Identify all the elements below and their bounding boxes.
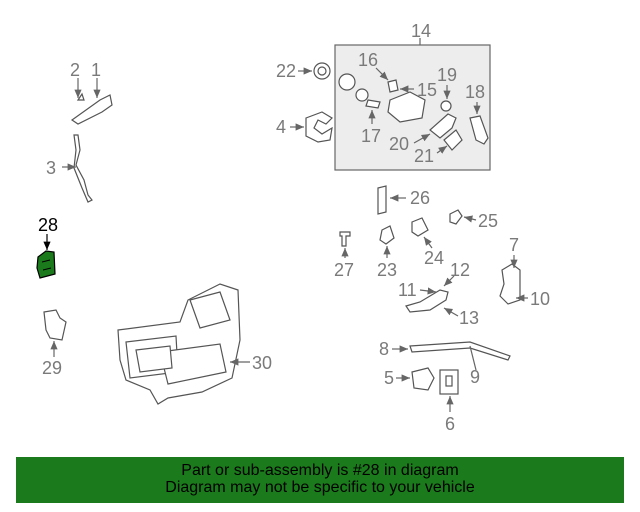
callout-22[interactable]: 22 bbox=[276, 61, 296, 81]
callout-4[interactable]: 4 bbox=[276, 117, 286, 137]
callout-3[interactable]: 3 bbox=[46, 158, 56, 178]
callout-21[interactable]: 21 bbox=[414, 146, 434, 166]
callout-9[interactable]: 9 bbox=[470, 367, 480, 387]
part-lock-cylinder-group[interactable] bbox=[338, 73, 489, 151]
part-outside-handle[interactable] bbox=[70, 92, 113, 125]
part-door-trim-panel-30[interactable] bbox=[117, 283, 241, 405]
callout-7[interactable]: 7 bbox=[509, 235, 519, 255]
callout-28[interactable]: 28 bbox=[38, 215, 58, 235]
part-clip-27[interactable] bbox=[339, 231, 351, 247]
callout-17[interactable]: 17 bbox=[361, 126, 381, 146]
part-rod-11[interactable] bbox=[405, 289, 449, 313]
banner-line-2: Diagram may not be specific to your vehi… bbox=[165, 479, 475, 496]
callout-6[interactable]: 6 bbox=[445, 414, 455, 434]
callout-26[interactable]: 26 bbox=[410, 188, 430, 208]
callout-5[interactable]: 5 bbox=[384, 368, 394, 388]
callout-12[interactable]: 12 bbox=[450, 260, 470, 280]
part-rod-3[interactable] bbox=[73, 134, 93, 203]
callout-14[interactable]: 14 bbox=[411, 21, 431, 41]
part-29[interactable] bbox=[43, 309, 67, 341]
callout-10[interactable]: 10 bbox=[530, 289, 550, 309]
callout-16[interactable]: 16 bbox=[358, 50, 378, 70]
callout-2[interactable]: 2 bbox=[70, 60, 80, 80]
callout-29[interactable]: 29 bbox=[42, 358, 62, 378]
callout-11[interactable]: 11 bbox=[398, 280, 417, 300]
part-cable-8[interactable] bbox=[409, 341, 511, 361]
callout-23[interactable]: 23 bbox=[377, 260, 397, 280]
callout-15[interactable]: 15 bbox=[417, 80, 437, 100]
banner-line-1: Part or sub-assembly is #28 in diagram bbox=[181, 462, 459, 479]
part-23[interactable] bbox=[379, 225, 395, 245]
callout-18[interactable]: 18 bbox=[465, 82, 485, 102]
part-24[interactable] bbox=[411, 217, 429, 237]
part-25[interactable] bbox=[449, 209, 463, 225]
callout-8[interactable]: 8 bbox=[379, 339, 389, 359]
callout-1[interactable]: 1 bbox=[91, 60, 101, 80]
callout-24[interactable]: 24 bbox=[424, 248, 444, 268]
part-26[interactable] bbox=[377, 185, 387, 215]
callout-19[interactable]: 19 bbox=[437, 65, 457, 85]
callout-25[interactable]: 25 bbox=[478, 211, 498, 231]
callout-13[interactable]: 13 bbox=[459, 308, 479, 328]
callout-27[interactable]: 27 bbox=[334, 260, 354, 280]
part-28-highlighted[interactable] bbox=[36, 250, 56, 279]
info-banner: Part or sub-assembly is #28 in diagram D… bbox=[16, 457, 624, 503]
part-5[interactable] bbox=[411, 367, 435, 391]
callout-30[interactable]: 30 bbox=[252, 353, 272, 373]
callout-20[interactable]: 20 bbox=[389, 134, 409, 154]
part-bracket-4[interactable] bbox=[305, 111, 333, 143]
